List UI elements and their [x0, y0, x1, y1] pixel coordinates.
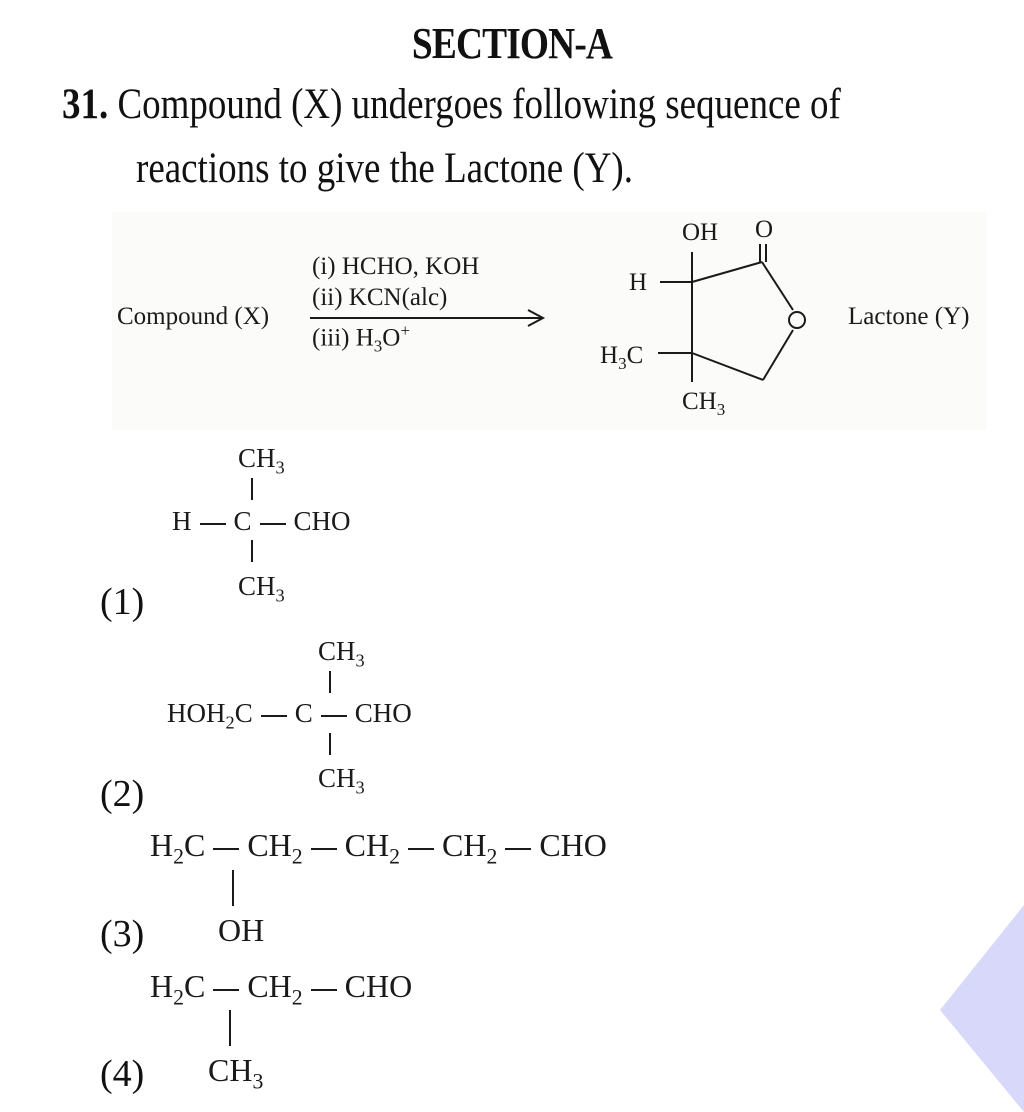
- atom-h: H: [150, 968, 174, 1004]
- lactone-h3c-sub: 3: [618, 353, 627, 373]
- option-1-top-ch3: CH3: [238, 443, 285, 478]
- bond-vertical: [232, 870, 234, 906]
- sub-3: 3: [275, 457, 285, 478]
- bond: [213, 847, 240, 850]
- option-2-label: (2): [100, 773, 145, 815]
- bond-vertical: [251, 540, 253, 562]
- decorative-triangle-icon: [940, 905, 1024, 1112]
- reagent-step-3-charge: +: [400, 321, 410, 340]
- bond: [259, 522, 286, 525]
- sub-3: 3: [275, 585, 285, 606]
- reagent-step-3: (iii) H3O+: [312, 321, 410, 356]
- option-1-bottom-ch3: CH3: [238, 571, 285, 606]
- sub-3: 3: [252, 1069, 264, 1094]
- bond-vertical: [251, 478, 253, 500]
- sub-2: 2: [291, 844, 303, 869]
- atom-h: H: [172, 506, 192, 536]
- ch: CH: [238, 443, 276, 473]
- option-4-label: (4): [100, 1053, 145, 1095]
- bond-vertical: [329, 671, 331, 693]
- reaction-scheme-panel: [112, 212, 987, 430]
- sub-3: 3: [355, 650, 365, 671]
- group-cho: CHO: [539, 827, 607, 863]
- group-cho: CHO: [293, 506, 351, 536]
- reagent-step-1: (i) HCHO, KOH: [312, 253, 480, 280]
- reagent-step-3-o: O: [382, 324, 401, 352]
- sub-3: 3: [355, 777, 365, 798]
- sub-2: 2: [173, 985, 184, 1010]
- lactone-ch3-sub: 3: [716, 399, 726, 419]
- sub-2: 2: [225, 712, 235, 733]
- ch: CH: [318, 763, 356, 793]
- ch: CH: [247, 827, 292, 863]
- section-title: SECTION-A: [411, 19, 613, 68]
- ch: CH: [441, 827, 487, 863]
- lactone-ring-structure: [658, 244, 806, 382]
- group-cho: CHO: [354, 698, 412, 728]
- question-text-2: reactions to give the Lactone (Y).: [136, 145, 633, 192]
- option-2-top-ch3: CH3: [318, 636, 365, 671]
- bond-vertical: [329, 733, 331, 755]
- question-line-1: 31. Compound (X) undergoes following seq…: [62, 80, 841, 129]
- ch: CH: [208, 1052, 253, 1088]
- question-text-1: Compound (X) undergoes following sequenc…: [117, 81, 841, 128]
- question-number: 31.: [62, 81, 109, 128]
- ch: CH: [238, 571, 276, 601]
- group-hoh: HOH: [167, 698, 226, 728]
- product-label: Lactone (Y): [848, 303, 970, 330]
- atom-h: H: [150, 827, 174, 863]
- option-1-label: (1): [100, 581, 145, 623]
- reactant-label: Compound (X): [117, 303, 270, 330]
- option-3-oh: OH: [218, 912, 265, 948]
- ch: CH: [247, 968, 292, 1004]
- lactone-h3c-c: C: [626, 342, 644, 369]
- group-cho: CHO: [344, 968, 413, 1004]
- option-2-bottom-ch3: CH3: [318, 763, 365, 798]
- bond: [213, 988, 240, 991]
- bond: [199, 522, 226, 525]
- lactone-h: H: [629, 269, 648, 296]
- ch: CH: [318, 636, 356, 666]
- reaction-arrow-icon: [310, 309, 546, 327]
- ch: CH: [344, 827, 390, 863]
- lactone-oh: OH: [682, 219, 719, 246]
- lactone-carbonyl-o: O: [755, 216, 774, 243]
- atom-c: C: [294, 698, 313, 728]
- bond: [407, 847, 434, 850]
- lactone-ch3-ch: CH: [682, 388, 717, 415]
- atom-c: C: [183, 968, 206, 1004]
- option-1-main-row: H C CHO: [172, 506, 351, 537]
- lactone-h3c-h: H: [600, 342, 619, 369]
- reagent-step-3-h: (iii) H: [312, 324, 374, 352]
- option-3-label: (3): [100, 913, 145, 955]
- sub-2: 2: [389, 844, 400, 869]
- atom-c: C: [183, 827, 206, 863]
- bond: [320, 714, 347, 717]
- reagent-step-2: (ii) KCN(alc): [312, 284, 448, 311]
- atom-c: C: [234, 698, 253, 728]
- lactone-h3c: H3C: [600, 342, 643, 374]
- bond: [310, 988, 337, 991]
- bond: [260, 714, 287, 717]
- lactone-ch3: CH3: [682, 388, 725, 420]
- reagent-step-3-sub: 3: [373, 336, 383, 356]
- sub-2: 2: [486, 844, 498, 869]
- sub-2: 2: [291, 985, 303, 1010]
- bond: [505, 847, 532, 850]
- atom-c: C: [233, 506, 252, 536]
- sub-2: 2: [173, 844, 184, 869]
- option-4-ch3: CH3: [208, 1052, 263, 1095]
- bond-vertical: [229, 1010, 231, 1046]
- bond: [310, 847, 337, 850]
